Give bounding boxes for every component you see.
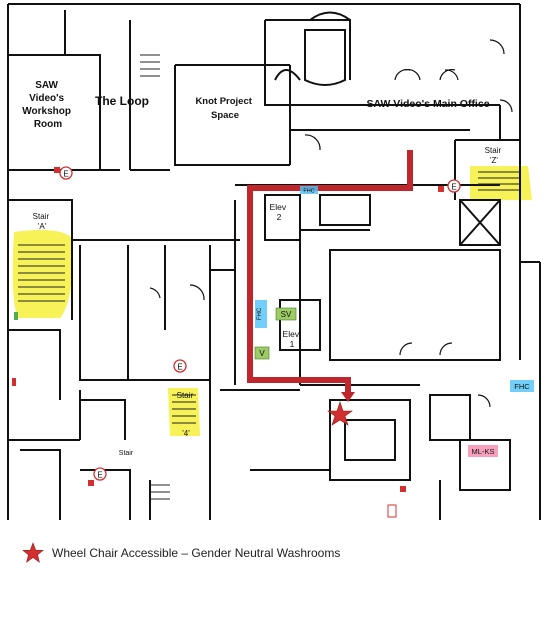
tag-sv: SV bbox=[275, 307, 297, 321]
room-label-saw-workshop: SAW Video's Workshop Room bbox=[22, 80, 74, 130]
door-swings bbox=[149, 39, 513, 408]
stair-label-small: Stair bbox=[119, 450, 134, 457]
washroom-star-icon bbox=[327, 401, 353, 426]
map-legend: Wheel Chair Accessible – Gender Neutral … bbox=[22, 540, 442, 566]
exit-label: E bbox=[63, 170, 68, 179]
exit-label: E bbox=[451, 183, 456, 192]
exit-marker-8 bbox=[387, 504, 397, 518]
room-label-main-office: SAW Video's Main Office bbox=[366, 98, 489, 110]
exit-marker-4: E bbox=[88, 467, 107, 486]
highlight-stair-4 bbox=[168, 388, 200, 436]
exit-marker-5 bbox=[400, 486, 406, 492]
room-label-the-loop: The Loop bbox=[95, 94, 149, 108]
exit-marker-6 bbox=[12, 378, 16, 386]
route-arrow-icon bbox=[341, 392, 355, 402]
floor-plan-map: E E E E SAW Video's Workshop Room The Lo… bbox=[7, 3, 541, 520]
svg-text:SV: SV bbox=[281, 310, 292, 319]
tag-fhc-right: FHC bbox=[510, 380, 534, 392]
room-label-knot-project: Knot Project Space bbox=[195, 96, 254, 121]
exit-marker-2: E bbox=[438, 179, 461, 193]
accessible-route bbox=[247, 150, 413, 395]
svg-text:FHC: FHC bbox=[303, 189, 314, 195]
stair-treads bbox=[18, 54, 520, 500]
tag-ml-ks: ML-KS bbox=[468, 445, 498, 457]
svg-text:ML-KS: ML-KS bbox=[472, 447, 495, 456]
exit-markers: E E E E bbox=[12, 166, 461, 518]
elevator-label-2: Elev 2 bbox=[270, 202, 289, 222]
highlight-stair-z bbox=[470, 166, 532, 200]
walls bbox=[7, 3, 541, 520]
elevator-label-1: Elev 1 bbox=[283, 329, 302, 349]
stair-label-z: Stair 'Z' bbox=[485, 146, 504, 165]
stair-label-4: Stair '4' bbox=[177, 391, 196, 438]
exit-label: E bbox=[97, 471, 102, 480]
lobby-walls bbox=[274, 11, 351, 86]
svg-text:FHC: FHC bbox=[514, 382, 530, 391]
legend-text: Wheel Chair Accessible – Gender Neutral … bbox=[52, 546, 341, 560]
highlight-stair-a bbox=[12, 230, 73, 318]
exit-marker-1: E bbox=[54, 166, 73, 180]
exit-marker-7 bbox=[14, 312, 18, 320]
exit-label: E bbox=[177, 363, 182, 372]
stair-label-a: Stair 'A' bbox=[33, 212, 52, 231]
legend-star-icon bbox=[22, 542, 44, 563]
svg-text:FHC: FHC bbox=[257, 307, 263, 320]
exit-marker-3: E bbox=[173, 359, 187, 373]
svg-text:V: V bbox=[259, 349, 265, 358]
tag-fhc-left: FHC bbox=[255, 300, 267, 328]
tag-v: V bbox=[254, 346, 270, 360]
tag-fhc-top: FHC bbox=[300, 186, 318, 195]
